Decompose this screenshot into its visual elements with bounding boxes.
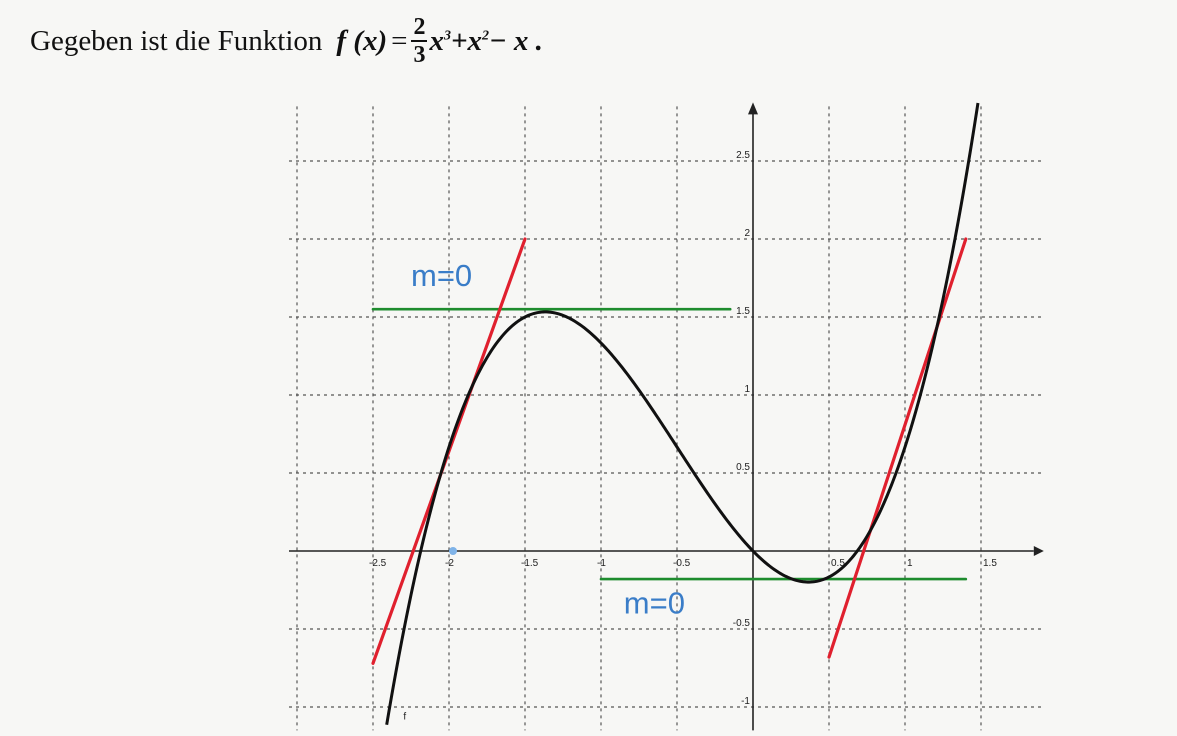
x-tick-label: -2.5 (369, 558, 387, 569)
grid (289, 106, 1042, 731)
x-tick-label: -0.5 (673, 558, 691, 569)
fraction: 2 3 (411, 14, 428, 68)
term-linear: − x . (489, 24, 543, 57)
y-tick-label: 1 (744, 384, 750, 395)
x-tick-label: 1.5 (983, 558, 997, 569)
task-heading: Gegeben ist die Funktion f (x) = 2 3 x3 … (30, 14, 543, 68)
x-axis-arrow (1033, 546, 1044, 556)
function-curve (385, 102, 980, 725)
x-tick-label: 1 (907, 558, 913, 569)
fraction-bar (411, 40, 428, 42)
heading-lead: Gegeben ist die Funktion (30, 24, 323, 57)
point-marker (449, 547, 457, 555)
y-tick-label: 1.5 (736, 306, 750, 317)
tick-labels: -2.5 -2 -1.5 -1 -0.5 0.5 1 1.5 2.5 2 1.5 1 0.5 -0.5 -1 (369, 150, 997, 707)
plus-sign: + (450, 24, 468, 57)
y-tick-label: -1 (741, 696, 750, 707)
y-axis-arrow (748, 102, 758, 115)
y-tick-label: 2.5 (736, 150, 750, 161)
function-name: f (x) (336, 24, 388, 57)
slope-annotation: m=0 (624, 585, 685, 620)
annotations: m=0 m=0 (411, 258, 685, 621)
x-tick-label: -1 (597, 558, 606, 569)
x-tick-label: -1.5 (521, 558, 539, 569)
fraction-numerator: 2 (413, 14, 426, 40)
curve: f (385, 102, 980, 725)
term-cubic: x3 (429, 24, 451, 57)
curve-label: f (403, 711, 406, 722)
x-tick-label: 0.5 (831, 558, 845, 569)
equals-sign: = (391, 24, 408, 57)
term-square: x2 (467, 24, 490, 57)
slope-annotation: m=0 (411, 258, 472, 293)
y-tick-label: 0.5 (736, 462, 750, 473)
x-tick-label: -2 (445, 558, 454, 569)
y-tick-label: -0.5 (733, 618, 751, 629)
fraction-denominator: 3 (413, 42, 426, 68)
tangent-line-steep-right (827, 237, 968, 659)
y-tick-label: 2 (744, 228, 750, 239)
